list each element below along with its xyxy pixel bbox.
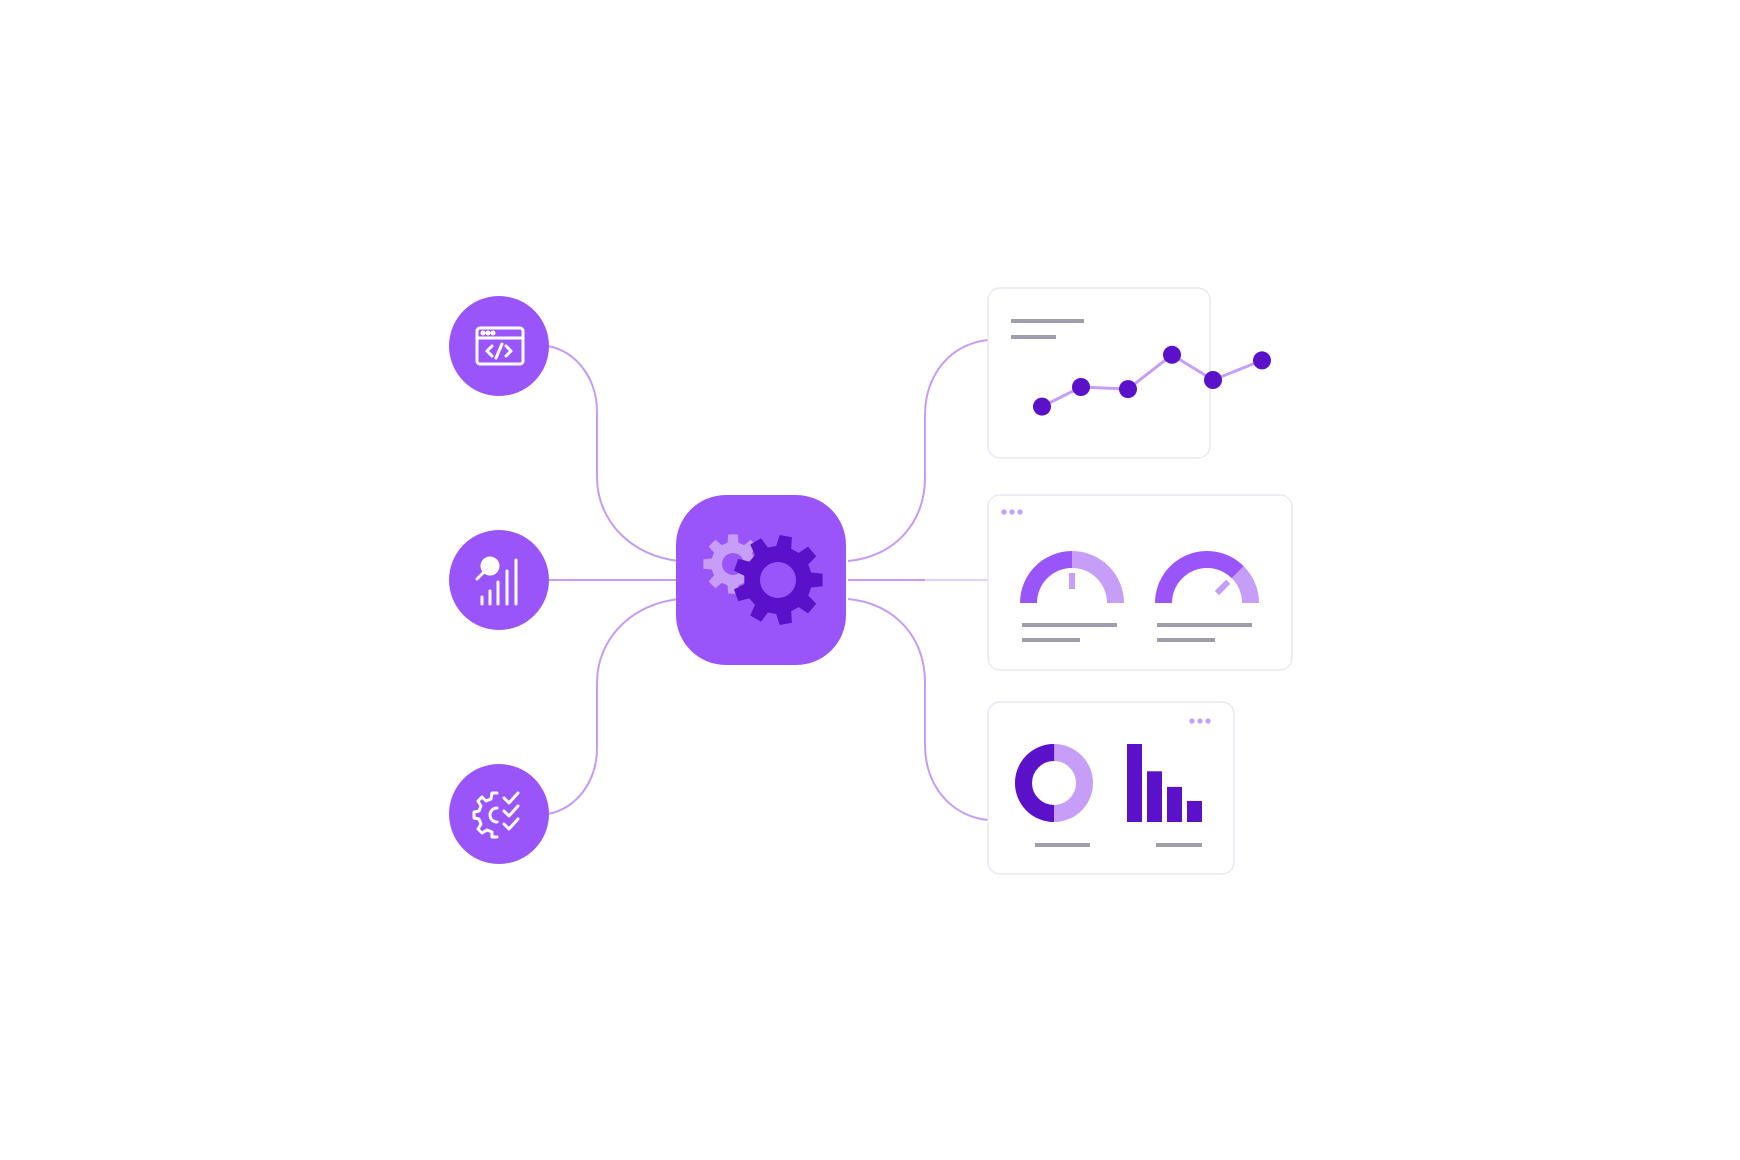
- line-chart-point-2: [1119, 380, 1137, 399]
- magnifier-bar-chart-icon: [475, 556, 518, 606]
- line-chart-point-0: [1033, 397, 1051, 416]
- gauge-fill: [1155, 551, 1244, 603]
- input-node-gear-checklist: [449, 764, 549, 864]
- gauge-rest: [1072, 551, 1124, 603]
- gauge-icon: [1020, 551, 1259, 603]
- connectors-right: [847, 339, 989, 821]
- donut-share: [1015, 744, 1093, 822]
- input-node-search-analytics: [449, 530, 549, 630]
- more-dots-icon: [1001, 509, 1023, 515]
- gauge-needle: [1214, 579, 1231, 596]
- browser-code-icon: [475, 326, 525, 366]
- gear-checklist-icon: [472, 791, 520, 839]
- more-dots-icon: [1189, 718, 1211, 724]
- donut-icon: [1015, 744, 1093, 822]
- connector-line-chart: [847, 339, 989, 562]
- bar-chart-icon: [1127, 744, 1202, 822]
- connector-gear-checklist: [547, 598, 681, 815]
- gauge-fill: [1020, 551, 1072, 603]
- line-chart-icon: [1033, 345, 1271, 416]
- gauge-0: [1020, 551, 1124, 603]
- line-chart-point-3: [1163, 345, 1181, 364]
- connector-code: [547, 345, 681, 562]
- line-chart-point-4: [1204, 371, 1222, 389]
- gauge-rest: [1231, 566, 1259, 603]
- card-composition: [987, 701, 1235, 875]
- bar-0: [1127, 744, 1142, 822]
- line-chart-point-1: [1072, 378, 1090, 396]
- bar-2: [1167, 786, 1182, 822]
- connector-composition: [847, 598, 989, 821]
- bar-1: [1147, 771, 1162, 822]
- input-node-code: [449, 296, 549, 396]
- gears-icon: [703, 534, 823, 625]
- connectors-left: [547, 345, 681, 815]
- central-hub: [676, 495, 846, 665]
- card-gauges: [987, 494, 1293, 671]
- bar-3: [1187, 800, 1202, 822]
- card-line-chart: [987, 287, 1271, 459]
- line-chart-point-5: [1253, 351, 1271, 370]
- gauge-1: [1155, 551, 1259, 603]
